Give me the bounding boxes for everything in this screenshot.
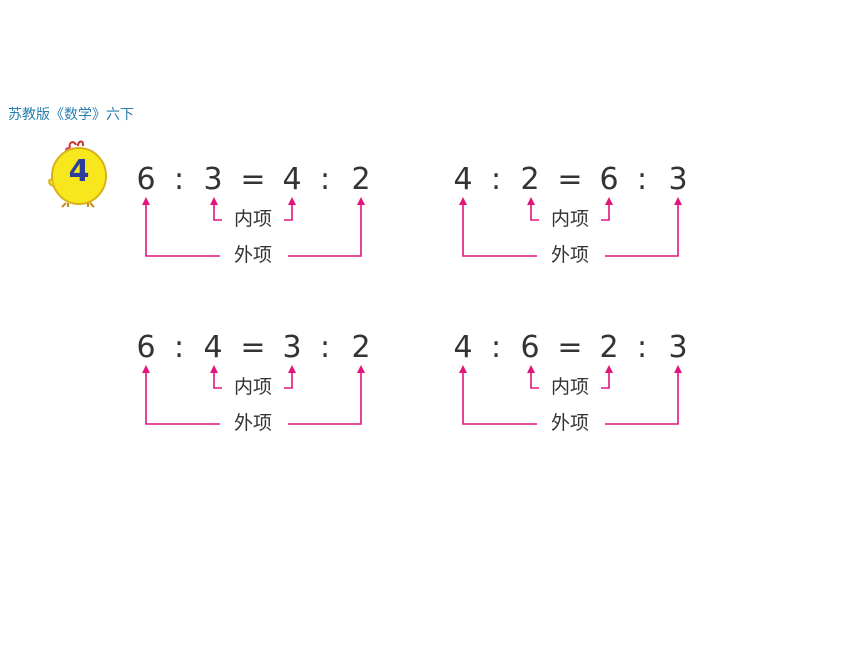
equals-sign: = — [557, 162, 583, 197]
colon: : — [636, 162, 648, 197]
term-a: 4 — [453, 330, 473, 365]
proportion-equation-3: 6 : 4 = 3 : 2 内项 外项 — [130, 330, 390, 440]
colon: : — [636, 330, 648, 365]
chick-icon — [48, 140, 107, 208]
inner-terms-label: 内项 — [233, 208, 272, 230]
term-a: 4 — [453, 162, 473, 197]
inner-terms-label: 内项 — [550, 208, 589, 230]
colon: : — [319, 330, 331, 365]
colon: : — [173, 330, 185, 365]
term-arrows — [142, 365, 365, 425]
proportion-equation-1: 6 : 3 = 4 : 2 内项 外项 — [130, 162, 390, 272]
term-c: 6 — [599, 162, 619, 197]
outer-terms-label: 外项 — [550, 244, 589, 266]
term-arrows — [142, 197, 365, 257]
term-b: 3 — [203, 162, 223, 197]
term-b: 6 — [520, 330, 540, 365]
inner-terms-label: 内项 — [233, 376, 272, 398]
outer-terms-label: 外项 — [233, 412, 272, 434]
term-arrows — [459, 197, 682, 257]
proportion-equation-4: 4 : 6 = 2 : 3 内项 外项 — [447, 330, 707, 440]
proportion-equation-2: 4 : 2 = 6 : 3 内项 外项 — [447, 162, 707, 272]
example-number: 4 — [68, 154, 90, 189]
term-d: 3 — [668, 162, 688, 197]
outer-terms-label: 外项 — [233, 244, 272, 266]
term-a: 6 — [136, 162, 156, 197]
colon: : — [490, 330, 502, 365]
term-b: 2 — [520, 162, 540, 197]
equals-sign: = — [557, 330, 583, 365]
term-a: 6 — [136, 330, 156, 365]
inner-terms-label: 内项 — [550, 376, 589, 398]
term-b: 4 — [203, 330, 223, 365]
colon: : — [173, 162, 185, 197]
equals-sign: = — [240, 330, 266, 365]
colon: : — [319, 162, 331, 197]
term-c: 4 — [282, 162, 302, 197]
equals-sign: = — [240, 162, 266, 197]
term-d: 2 — [351, 330, 371, 365]
term-arrows — [459, 365, 682, 425]
term-d: 2 — [351, 162, 371, 197]
colon: : — [490, 162, 502, 197]
term-c: 2 — [599, 330, 619, 365]
outer-terms-label: 外项 — [550, 412, 589, 434]
term-d: 3 — [668, 330, 688, 365]
term-c: 3 — [282, 330, 302, 365]
example-badge: 4 — [48, 140, 110, 208]
textbook-title: 苏教版《数学》六下 — [8, 107, 134, 123]
